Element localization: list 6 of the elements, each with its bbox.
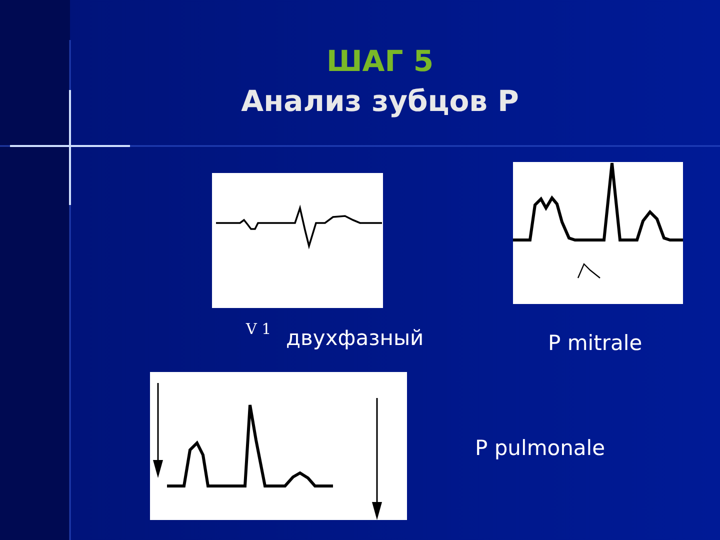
ecg-caption: P pulmonale bbox=[475, 436, 606, 460]
lead-label: V 1 bbox=[246, 320, 272, 338]
slide-title: ШАГ 5 bbox=[325, 44, 435, 78]
ecg-caption: двухфазный bbox=[286, 326, 424, 350]
slide-subtitle: Анализ зубцов P bbox=[240, 84, 520, 118]
ecg-caption: P mitrale bbox=[548, 331, 642, 355]
